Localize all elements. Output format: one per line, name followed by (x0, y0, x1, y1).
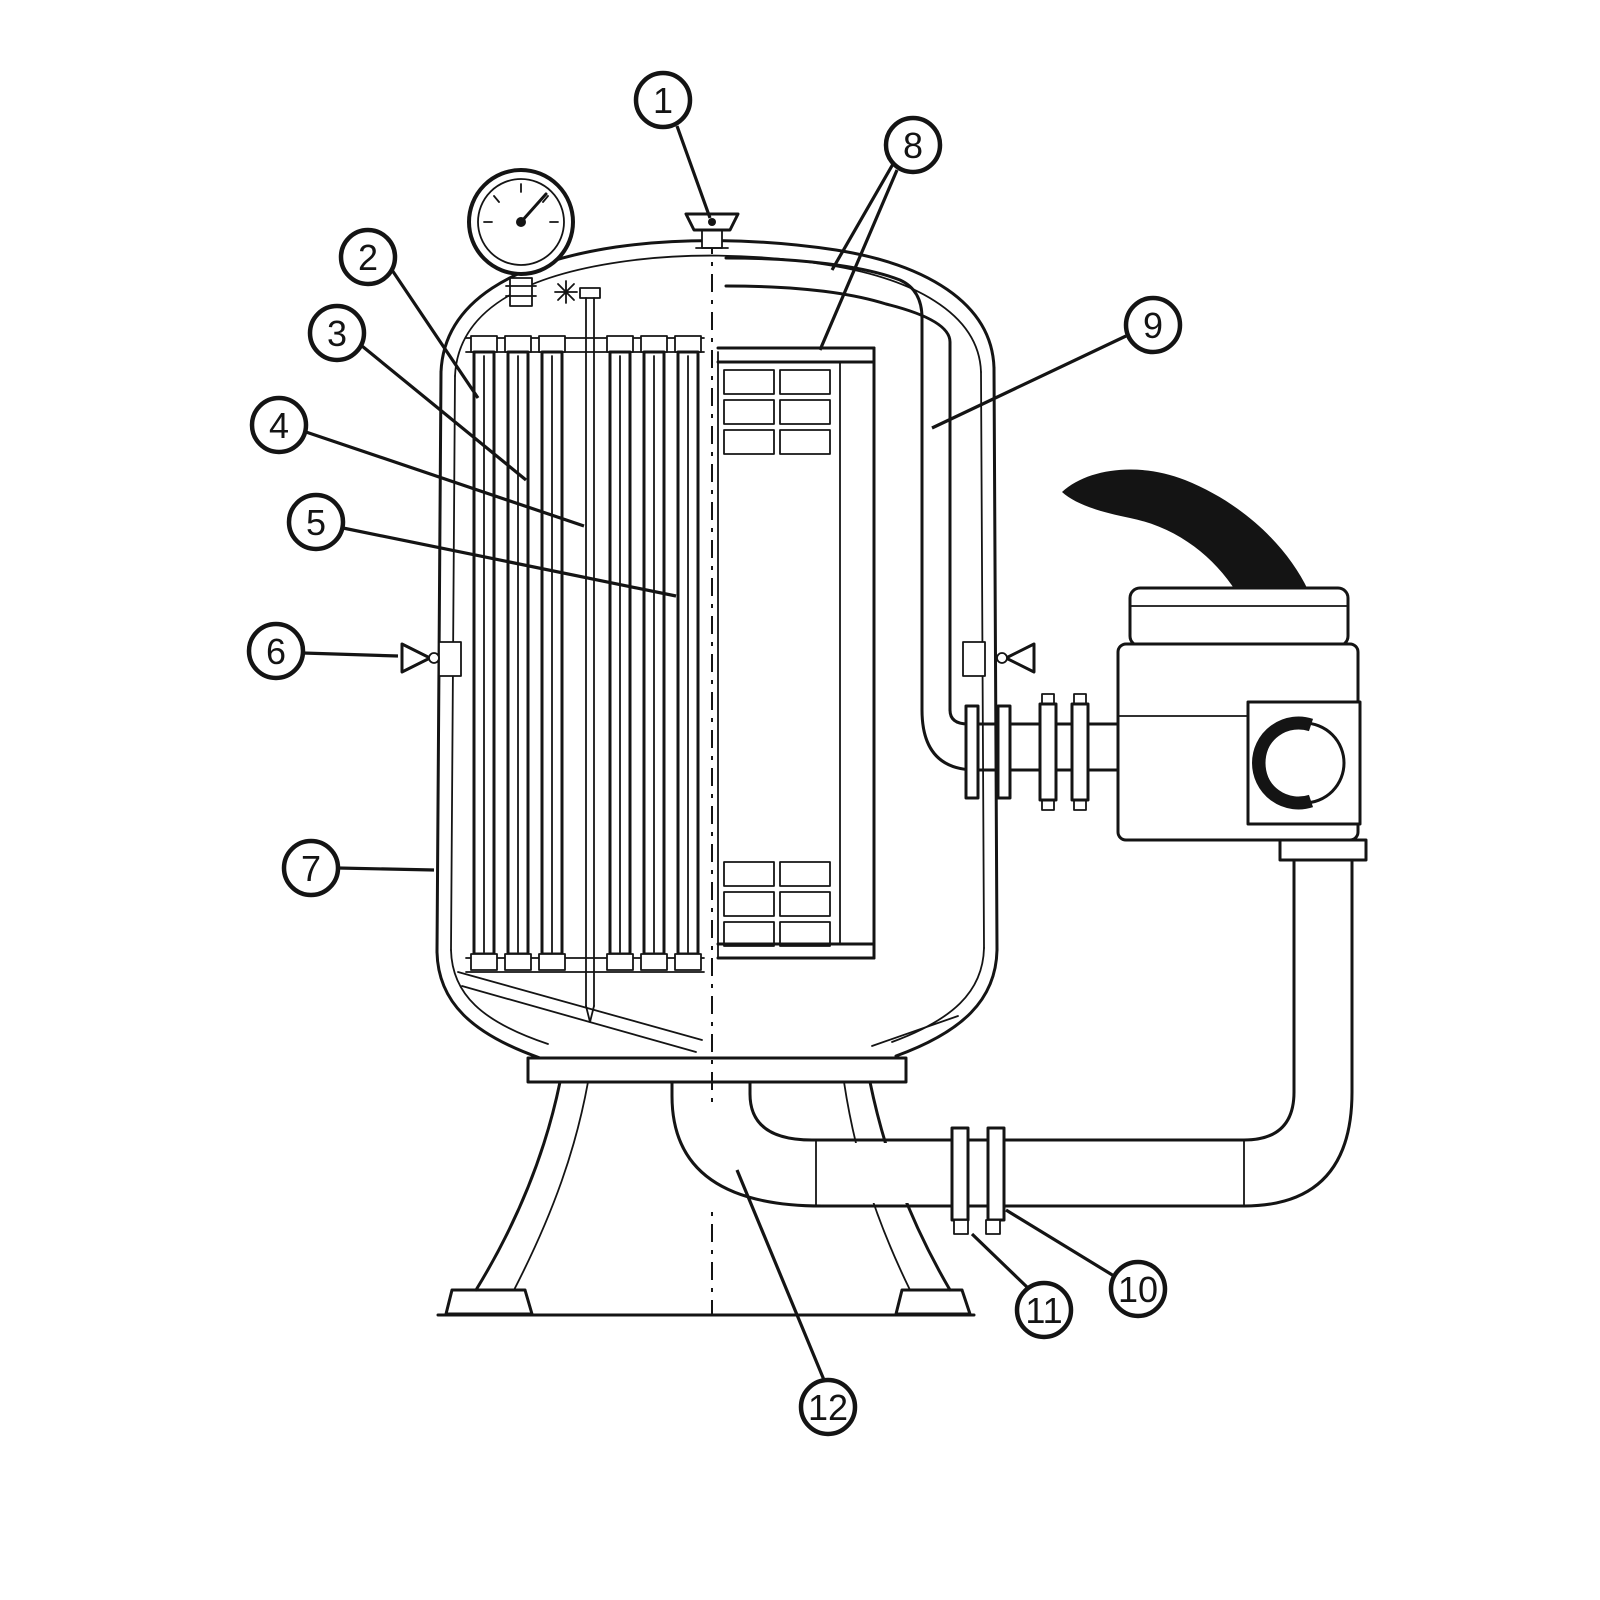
callout-1: 1 (633, 70, 712, 219)
callout-11-label: 11 (1025, 1290, 1062, 1331)
callout-9-label: 9 (1143, 305, 1163, 346)
base-stand (436, 1080, 976, 1317)
callout-1-label: 1 (653, 80, 673, 121)
valve-inlet-union (964, 693, 1090, 811)
grid-tube (470, 335, 498, 971)
gauge-needle (519, 192, 548, 224)
manifold-screen-top (723, 369, 831, 455)
callout-12: 12 (735, 1169, 858, 1437)
lid-clamp-fitting (684, 212, 740, 249)
air-relief-vent (554, 280, 578, 304)
grid-tube (640, 335, 668, 971)
callout-8: 8 (818, 115, 943, 351)
pressure-gauge (467, 168, 575, 307)
callout-3: 3 (307, 303, 528, 482)
callout-5-label: 5 (306, 502, 326, 543)
filter-cutaway-drawing (400, 168, 1368, 1317)
drain-pipe-union (950, 1126, 1006, 1235)
filter-grid-elements (465, 287, 705, 1023)
return-pipe (1242, 858, 1354, 1208)
callout-4-label: 4 (269, 405, 289, 446)
grid-tube (504, 335, 532, 971)
callout-7-label: 7 (301, 848, 321, 889)
air-bleed-tube (579, 287, 601, 1023)
side-clamp-right (962, 641, 1036, 677)
standpipe (724, 256, 1120, 772)
port-bore-shadow (1252, 716, 1314, 810)
callouts: 1 2 3 4 5 6 7 (246, 70, 1183, 1437)
union-nut-left (953, 1219, 969, 1235)
valve-handle (1062, 469, 1308, 598)
grid-tube (606, 335, 634, 971)
callout-2-label: 2 (358, 237, 378, 278)
manifold-screen-bottom (723, 861, 831, 947)
side-clamp-left (400, 641, 462, 677)
callout-12-label: 12 (808, 1387, 848, 1428)
callout-10: 10 (1005, 1208, 1168, 1319)
internal-manifold-section (716, 346, 876, 960)
callout-10-label: 10 (1118, 1269, 1158, 1310)
callout-4: 4 (249, 395, 585, 528)
callout-9: 9 (931, 295, 1183, 430)
grid-tube (538, 335, 566, 971)
valve-cap (1128, 586, 1350, 648)
callout-6: 6 (246, 621, 399, 681)
callout-7: 7 (281, 838, 435, 898)
callout-11: 11 (970, 1232, 1074, 1340)
callout-8-label: 8 (903, 125, 923, 166)
grid-tube (674, 335, 702, 971)
callout-6-label: 6 (266, 631, 286, 672)
union-nut-right (985, 1219, 1001, 1235)
callout-5: 5 (286, 492, 677, 598)
tank-bottom-flange (457, 971, 959, 1084)
callout-2: 2 (338, 227, 480, 399)
callout-3-label: 3 (327, 313, 347, 354)
bottom-drain-pipe (670, 1080, 1246, 1208)
multiport-valve (1062, 469, 1368, 862)
